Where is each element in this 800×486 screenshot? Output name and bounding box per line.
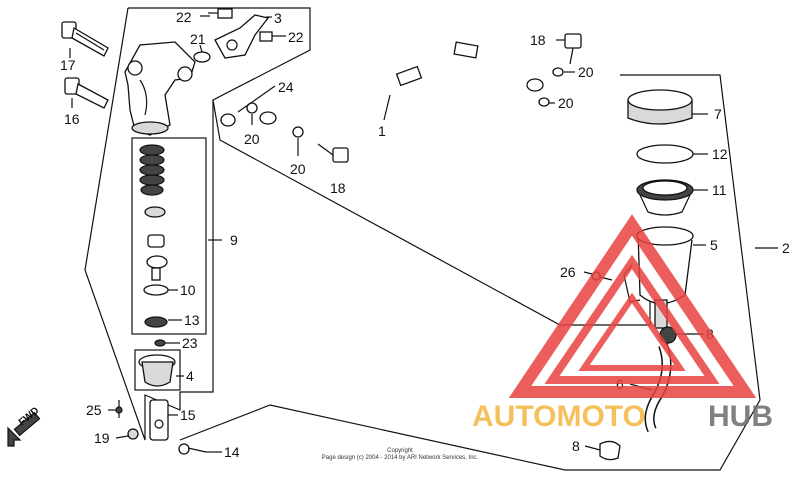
- callout-4: 4: [186, 368, 194, 384]
- bolt-16-icon: [64, 77, 109, 109]
- callout-25: 25: [86, 402, 102, 418]
- watermark-brand-part1: AUTOMOTO: [472, 400, 646, 433]
- washer-20d-icon: [538, 97, 550, 107]
- callout-21: 21: [190, 31, 206, 47]
- callout-3: 3: [274, 10, 282, 26]
- washer-20a-icon: [246, 102, 258, 114]
- callout-15: 15: [180, 407, 196, 423]
- bolt-22a-icon: [208, 8, 233, 19]
- pin-25-icon: [115, 400, 123, 418]
- callout-11: 11: [712, 182, 727, 198]
- washer-21-icon: [193, 51, 211, 63]
- banjo-bolt-18a-icon: [564, 33, 582, 65]
- frame-left: [84, 7, 311, 441]
- callout-7: 7: [714, 106, 722, 122]
- watermark-brand-part2: HUB: [708, 400, 773, 433]
- hose-1-icon: [259, 41, 544, 125]
- callout-10: 10: [180, 282, 196, 298]
- copyright-line-2: Page design (c) 2004 - 2014 by ARI Netwo…: [322, 455, 479, 461]
- callout-17: 17: [60, 57, 76, 73]
- plate-12-icon: [636, 144, 694, 164]
- callout-2: 2: [782, 240, 790, 256]
- callout-8b: 8: [572, 438, 580, 454]
- bolt-22b-icon: [259, 31, 282, 42]
- callout-9: 9: [230, 232, 238, 248]
- reservoir-5-icon: [623, 226, 694, 329]
- callout-12: 12: [712, 146, 728, 162]
- nut-24-icon: [220, 113, 236, 127]
- callout-5: 5: [710, 237, 718, 253]
- cotter-19-icon: [127, 428, 139, 440]
- bracket-3-icon: [214, 14, 270, 59]
- watermark-logo: AUTOMOTO HUB: [472, 214, 773, 433]
- callout-14: 14: [224, 444, 240, 460]
- callout-18a: 18: [330, 180, 346, 196]
- callout-18b: 18: [530, 32, 546, 48]
- clamp-8b-icon: [599, 440, 621, 461]
- circlip-23-icon: [154, 339, 166, 347]
- reservoir-cap-7-icon: [627, 89, 693, 125]
- frame-right: [179, 74, 761, 471]
- callout-16: 16: [64, 111, 80, 127]
- master-cylinder-body-icon: [124, 41, 196, 136]
- banjo-bolt-18b-icon: [317, 143, 349, 163]
- bolt-17-icon: [61, 21, 109, 57]
- callout-20b: 20: [290, 161, 306, 177]
- callout-19: 19: [94, 430, 110, 446]
- callout-20a: 20: [244, 131, 260, 147]
- callout-26: 26: [560, 264, 576, 280]
- fwd-arrow-icon: [7, 411, 41, 447]
- callout-23: 23: [182, 335, 198, 351]
- piston-kit-9-icon: [131, 137, 207, 335]
- callout-20c: 20: [578, 64, 594, 80]
- callout-22a: 22: [176, 9, 192, 25]
- boot-4-icon: [134, 349, 181, 391]
- pin-14-icon: [178, 443, 207, 455]
- callout-1: 1: [378, 123, 386, 139]
- copyright-line-1: Copyright: [387, 448, 413, 454]
- washer-20b-icon: [292, 126, 304, 138]
- watermark-triangle-icon: [508, 214, 757, 398]
- diaphragm-11-icon: [636, 179, 694, 216]
- callout-24: 24: [278, 79, 294, 95]
- pushrod-15-icon: [149, 399, 169, 441]
- callout-20d: 20: [558, 95, 574, 111]
- washer-20c-icon: [552, 67, 564, 77]
- callout-22b: 22: [288, 29, 304, 45]
- callout-13: 13: [184, 312, 200, 328]
